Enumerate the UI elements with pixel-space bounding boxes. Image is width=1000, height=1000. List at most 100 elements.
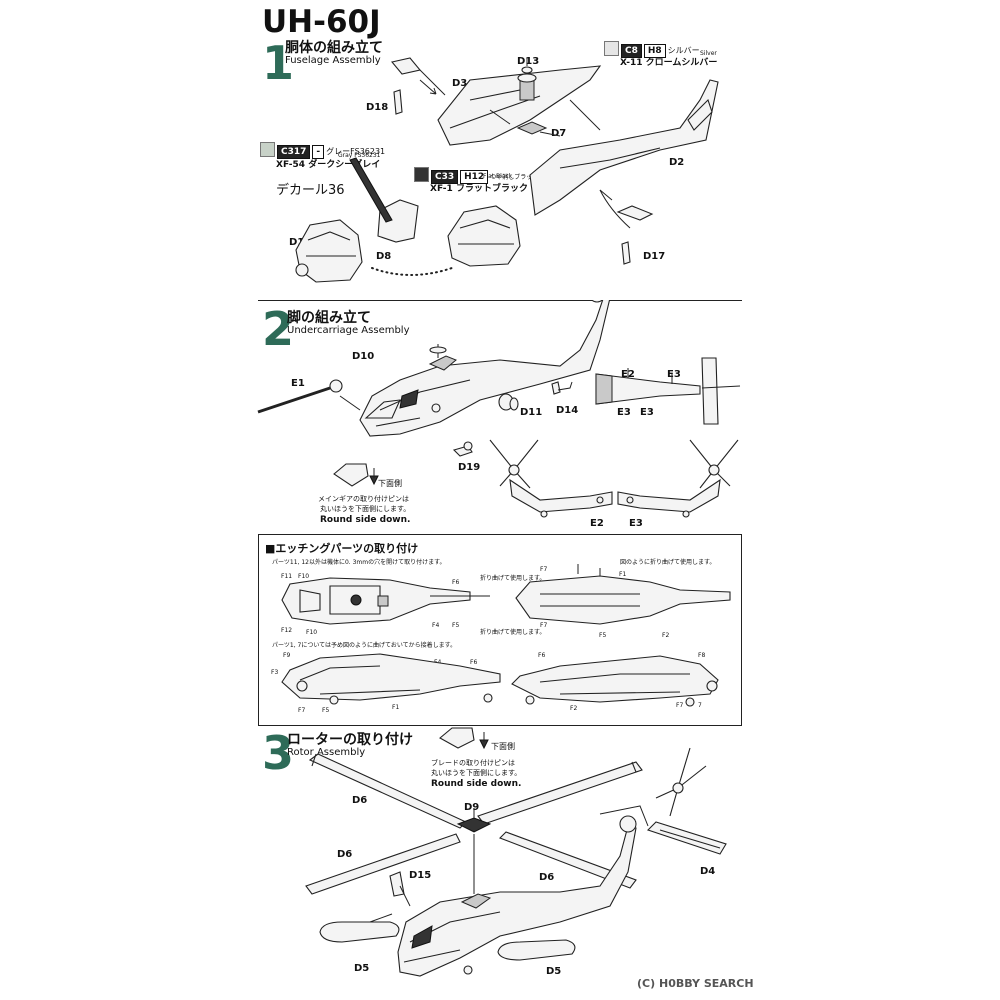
part-d3: D3 [452, 78, 468, 89]
silver-c-code: C8 [621, 44, 642, 58]
part-d8: D8 [376, 251, 392, 262]
etch-f11: F11 [281, 573, 293, 580]
etch-f6-a: F6 [452, 579, 460, 586]
etch-side-view-right [511, 655, 719, 703]
silver-h-code: H8 [643, 44, 666, 58]
etch-f7-c: F7 [298, 707, 306, 714]
black-c-code: C33 [431, 170, 459, 184]
divider-1 [258, 300, 742, 301]
etch-f2-a: F2 [662, 632, 670, 639]
panel-d8 [377, 199, 419, 243]
etch-f3: F3 [271, 669, 279, 676]
etching-drawing [281, 564, 731, 707]
step2-drawing [257, 300, 741, 518]
etch-f2-b: F2 [570, 705, 578, 712]
etch-f12: F12 [281, 627, 293, 634]
step2-down-side: 下面側 [378, 479, 402, 488]
part-d18: D18 [366, 102, 389, 113]
part-e3-a: E3 [667, 369, 681, 380]
tail-underside-left [509, 478, 613, 513]
black-h-code: H12 [460, 170, 489, 184]
part-d6-c: D6 [539, 872, 555, 883]
rotor-blade-d6-a [308, 753, 467, 829]
rotor-hub-d9 [456, 817, 492, 833]
step3-title-jp: ローターの取り付け [287, 732, 413, 748]
etching-fold-3: 図のように折り曲げて使用します。 [620, 559, 716, 566]
step3-drawing [305, 727, 727, 977]
part-d19: D19 [458, 462, 481, 473]
part-d9: D9 [464, 802, 480, 813]
black-x: XF-1 フラットブラック [430, 184, 528, 194]
tail-rotor [655, 747, 707, 817]
black-jp: つや消しブラック [490, 174, 539, 181]
part-d5-a: D5 [354, 963, 370, 974]
black-en: Flat Black [483, 173, 513, 180]
decal-strip [349, 157, 393, 223]
part-d15-shape [389, 871, 405, 897]
etch-f1-b: F1 [392, 704, 400, 711]
fuel-tank-d5-a [319, 921, 400, 943]
fuselage-d2 [529, 79, 719, 216]
etch-f7-d: F7 [676, 702, 684, 709]
step2-note-jp2: 丸いほうを下面側にします。 [320, 505, 411, 513]
seat-d18 [390, 57, 422, 75]
rotor-blade-d6-d [477, 761, 643, 825]
part-e3-c: E3 [640, 407, 654, 418]
search-word: SEARCH [703, 977, 754, 990]
part-e3-b: E3 [617, 407, 631, 418]
step1-number: 1 [262, 36, 295, 90]
etch-f5-b: F5 [599, 632, 607, 639]
part-d13: D13 [517, 56, 540, 67]
step2-title-jp: 脚の組み立て [287, 310, 371, 326]
blade-pin-icon [439, 727, 475, 749]
part-d4: D4 [700, 866, 716, 877]
gray-x: XF-54 ダークシーグレイ [276, 160, 381, 170]
etch-f6-b: F6 [470, 659, 478, 666]
gray-swatch [260, 142, 275, 157]
footer-watermark: (C) H0BBY SEARCH [637, 977, 754, 990]
part-e1: E1 [291, 378, 305, 389]
step1-title-jp: 胴体の組み立て [285, 40, 383, 56]
step3-title-en: Rotor Assembly [287, 747, 366, 758]
etch-f7-b: F7 [540, 622, 548, 629]
tail-underside-right [617, 478, 721, 513]
step2-note-en: Round side down. [320, 515, 411, 525]
decal-label: デカール36 [276, 183, 345, 198]
step3-number: 3 [262, 726, 295, 780]
step1-title-en: Fuselage Assembly [285, 55, 381, 66]
etch-f5-a: F5 [452, 622, 460, 629]
etching-note-2: パーツ1, 7については予め図のように曲げておいてから接着します。 [272, 642, 457, 649]
brand-name: H0BBY [658, 977, 700, 990]
part-d14: D14 [556, 405, 579, 416]
etch-f10-b: F10 [306, 629, 318, 636]
rotor-blade-d6-c [499, 831, 637, 889]
part-e3-d: E3 [629, 518, 643, 529]
rotor-mast-d13 [519, 79, 535, 101]
gray-h-code: - [312, 145, 325, 159]
step3-down-side: 下面側 [491, 742, 515, 751]
etch-f4-a: F4 [432, 622, 440, 629]
etch-f5-c: F5 [322, 707, 330, 714]
etching-title: ■エッチングパーツの取り付け [265, 542, 419, 555]
step3-note-jp1: ブレードの取り付けピンは [431, 759, 515, 767]
etch-f6-c: F6 [538, 652, 546, 659]
step2-note-jp1: メインギアの取り付けピンは [318, 495, 409, 503]
etching-note-1: パーツ11, 12以外は機体に0. 3mmの穴を開けて取り付けます。 [272, 559, 446, 566]
part-d10: D10 [352, 351, 375, 362]
part-d17: D17 [643, 251, 666, 262]
gray-c-code: C317 [277, 145, 311, 159]
step2-title-en: Undercarriage Assembly [287, 325, 410, 336]
part-d11: D11 [520, 407, 543, 418]
silver-swatch [604, 41, 619, 56]
part-d7-shape [516, 121, 548, 135]
cockpit-d1 [295, 219, 363, 283]
silver-en: Silver [700, 50, 717, 57]
part-d17-shape [616, 205, 654, 221]
etching-box [258, 534, 742, 726]
step2-number: 2 [262, 302, 295, 356]
etch-f10-a: F10 [298, 573, 310, 580]
copyright-mark: (C) [637, 977, 656, 990]
helicopter-body [359, 300, 611, 437]
